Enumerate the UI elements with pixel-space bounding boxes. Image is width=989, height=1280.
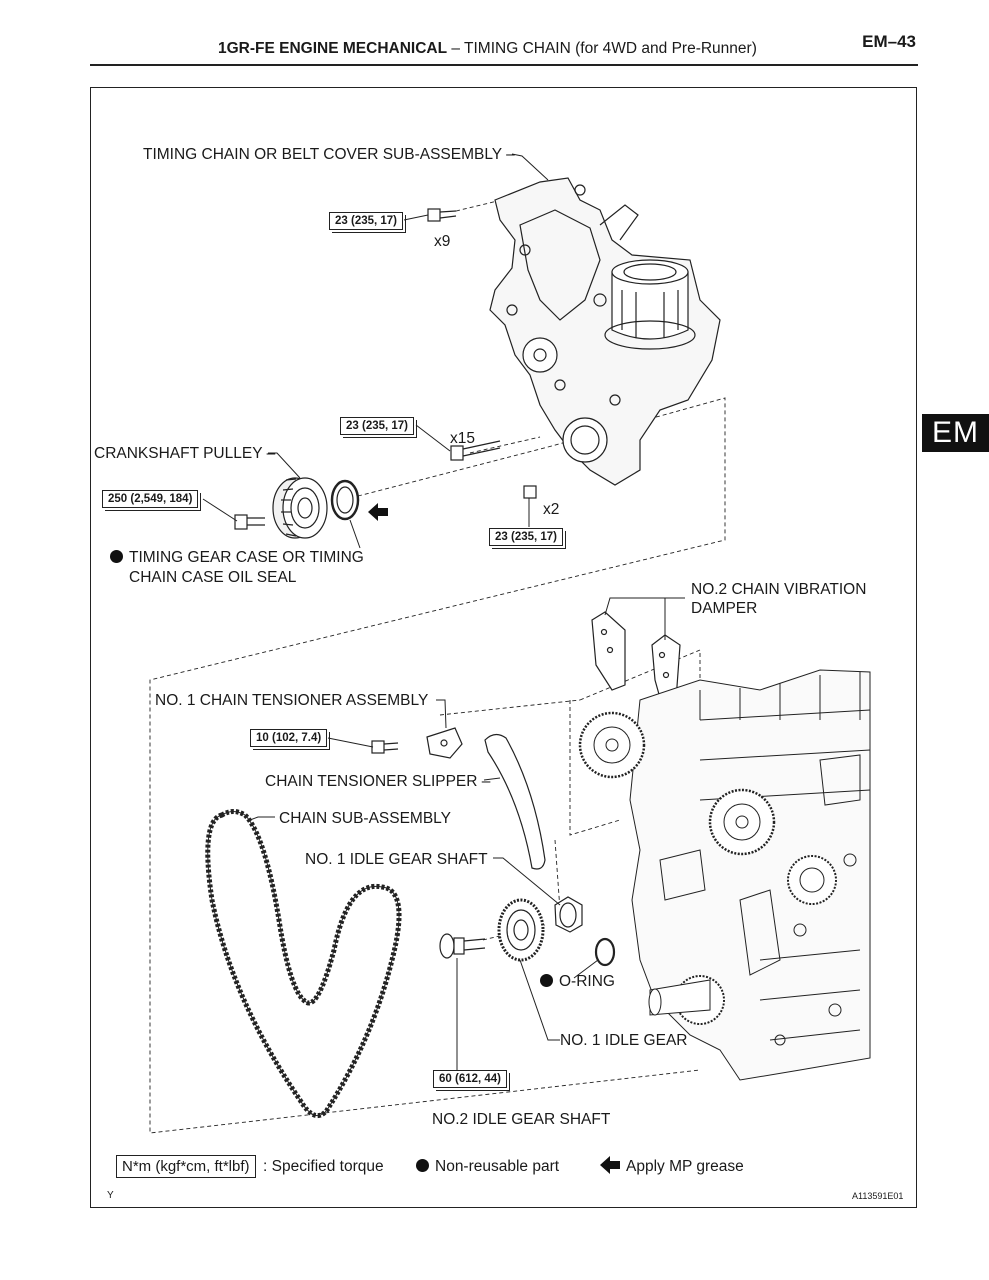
legend-grease: Apply MP grease bbox=[626, 1158, 744, 1175]
label-crankshaft-pulley: CRANKSHAFT PULLEY – bbox=[94, 445, 276, 462]
label-oil-seal-2: CHAIN CASE OIL SEAL bbox=[129, 569, 297, 586]
footer-left: Y bbox=[107, 1190, 114, 1201]
count-x2: x2 bbox=[543, 501, 560, 518]
section-tab: EM bbox=[922, 414, 989, 452]
bolts bbox=[234, 208, 537, 959]
legend-arrow-icon bbox=[600, 1156, 620, 1174]
label-idle-shaft-1: NO. 1 IDLE GEAR SHAFT bbox=[305, 851, 488, 868]
idle-gear-shapes bbox=[497, 896, 616, 967]
engine-block-shape bbox=[578, 669, 871, 1081]
grease-arrow-icon bbox=[368, 503, 388, 521]
count-x15: x15 bbox=[450, 430, 475, 447]
page-title-bold: 1GR-FE ENGINE MECHANICAL bbox=[218, 40, 448, 57]
footer-figure-id: A113591E01 bbox=[852, 1191, 904, 1201]
slipper-shape bbox=[484, 733, 546, 870]
count-x9: x9 bbox=[434, 233, 451, 250]
label-idle-gear: NO. 1 IDLE GEAR bbox=[560, 1032, 688, 1049]
torque-idle: 60 (612, 44) bbox=[433, 1070, 511, 1091]
label-chain: CHAIN SUB-ASSEMBLY bbox=[279, 810, 451, 827]
page-header: 1GR-FE ENGINE MECHANICAL – TIMING CHAIN … bbox=[90, 30, 918, 66]
torque-pulley: 250 (2,549, 184) bbox=[102, 490, 202, 511]
label-tensioner: NO. 1 CHAIN TENSIONER ASSEMBLY bbox=[155, 692, 429, 709]
oil-seal-shape bbox=[330, 479, 360, 521]
nonreusable-dot-icon bbox=[540, 974, 553, 987]
page-title-rest: – TIMING CHAIN (for 4WD and Pre-Runner) bbox=[447, 40, 757, 57]
label-damper-2: DAMPER bbox=[691, 600, 758, 617]
torque-cover-mid: 23 (235, 17) bbox=[340, 417, 418, 438]
diagram-frame bbox=[90, 87, 917, 1208]
legend-torque-unit: N*m (kgf*cm, ft*lbf) bbox=[116, 1155, 256, 1178]
page-number: EM–43 bbox=[862, 32, 916, 51]
torque-cover-nut: 23 (235, 17) bbox=[489, 528, 567, 549]
timing-cover-shape bbox=[489, 177, 721, 486]
crankshaft-pulley-shape bbox=[272, 477, 328, 539]
legend-torque-text: : Specified torque bbox=[263, 1158, 384, 1175]
legend-nonreusable: Non-reusable part bbox=[416, 1157, 559, 1176]
label-damper-1: NO.2 CHAIN VIBRATION bbox=[691, 581, 867, 598]
vibration-damper-shapes bbox=[591, 611, 681, 706]
torque-cover-top: 23 (235, 17) bbox=[329, 212, 407, 233]
nonreusable-dot-icon bbox=[416, 1159, 429, 1172]
page-title: 1GR-FE ENGINE MECHANICAL – TIMING CHAIN … bbox=[218, 40, 757, 58]
label-oring: O-RING bbox=[540, 972, 615, 991]
label-cover: TIMING CHAIN OR BELT COVER SUB-ASSEMBLY … bbox=[143, 146, 515, 163]
tensioner-shape bbox=[426, 727, 463, 759]
label-oil-seal-1: TIMING GEAR CASE OR TIMING bbox=[110, 548, 364, 567]
nonreusable-dot-icon bbox=[110, 550, 123, 563]
label-idle-shaft-2: NO.2 IDLE GEAR SHAFT bbox=[432, 1111, 611, 1128]
label-slipper: CHAIN TENSIONER SLIPPER – bbox=[265, 773, 491, 790]
torque-tensioner: 10 (102, 7.4) bbox=[250, 729, 331, 750]
